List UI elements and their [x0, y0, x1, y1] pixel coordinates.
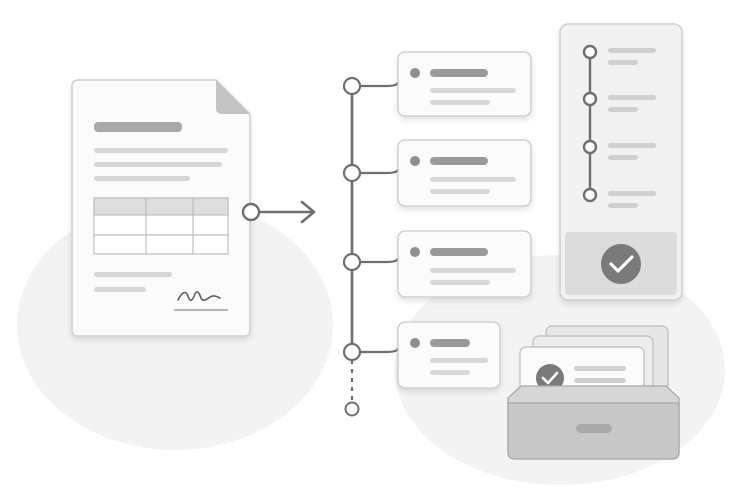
list-item-bullet [410, 156, 420, 166]
stepper-step-sublabel [608, 155, 638, 160]
list-item-card-4 [397, 321, 501, 389]
arrow-right-icon [241, 200, 316, 224]
list-item-card-2 [397, 139, 532, 207]
arrow-origin-node [241, 202, 261, 222]
list-item-text-line [430, 358, 488, 363]
filed-card-text-line [574, 366, 626, 371]
check-circle-icon [536, 364, 564, 392]
list-item-text-line [430, 268, 516, 273]
stepper-step-sublabel [608, 203, 638, 208]
check-circle-icon [601, 244, 641, 284]
tray-handle [576, 424, 612, 433]
stepper-step-3 [582, 139, 598, 155]
list-item-text-line [430, 177, 516, 182]
stepper-step-label [608, 48, 656, 53]
list-item-card-3 [397, 230, 532, 298]
list-item-card-1 [397, 51, 532, 117]
list-item-text-line [430, 88, 516, 93]
timeline-node-end [344, 401, 360, 417]
filed-card-text-line [574, 378, 626, 383]
stepper-step-sublabel [608, 60, 638, 65]
document-text-line-1 [94, 148, 228, 153]
list-item-title-bar [430, 248, 488, 256]
list-item-bullet [410, 247, 420, 257]
stepper-step-1 [582, 44, 598, 60]
stepper-step-2 [582, 91, 598, 107]
stepper-step-label [608, 191, 656, 196]
list-item-bullet [410, 68, 420, 78]
document-footer-line-1 [94, 272, 172, 277]
approval-panel [559, 23, 683, 301]
document-footer-line-2 [94, 287, 146, 292]
list-item-title-bar [430, 69, 488, 77]
document-title-bar [94, 122, 182, 132]
stepper-step-label [608, 143, 656, 148]
list-item-text-line [430, 100, 490, 105]
list-item-text-line [430, 370, 470, 375]
timeline-connector [342, 76, 400, 417]
stepper-step-label [608, 95, 656, 100]
timeline-node-1 [342, 76, 362, 96]
timeline-node-2 [342, 163, 362, 183]
list-item-title-bar [430, 157, 488, 165]
stepper-step-sublabel [608, 107, 638, 112]
list-item-text-line [430, 280, 490, 285]
timeline-node-4 [342, 342, 362, 362]
timeline-node-3 [342, 252, 362, 272]
document-table [93, 197, 229, 255]
list-item-text-line [430, 189, 490, 194]
document-text-line-2 [94, 162, 222, 167]
file-tray-icon [507, 325, 680, 460]
document-text-line-3 [94, 176, 190, 181]
list-item-title-bar [430, 339, 470, 347]
stepper-step-4 [582, 187, 598, 203]
signature-icon [174, 291, 228, 311]
document-folded-corner [216, 80, 250, 114]
list-item-bullet [410, 338, 420, 348]
